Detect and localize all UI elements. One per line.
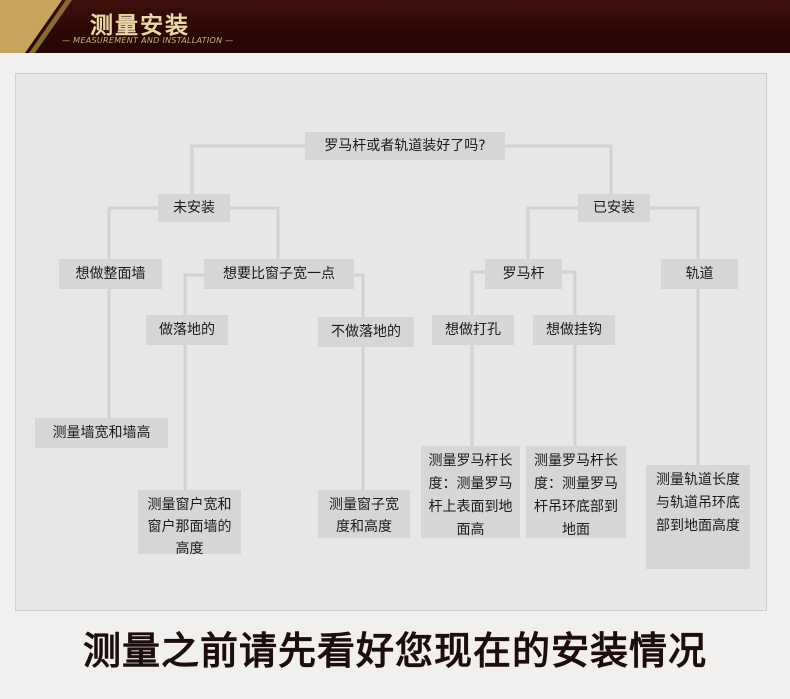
header-gold-accent <box>0 0 72 53</box>
node-wider-than-window: 想要比窗子宽一点 <box>204 259 354 289</box>
node-drill-holes: 想做打孔 <box>432 315 514 345</box>
node-root: 罗马杆或者轨道装好了吗? <box>305 132 505 160</box>
node-not-floor-length: 不做落地的 <box>318 317 414 347</box>
node-hang-hooks: 想做挂钩 <box>533 315 615 345</box>
node-measure-window-floor-text: 测量窗户宽和窗户那面墙的高度 <box>147 497 232 557</box>
header-banner: 测量安装 MEASUREMENT AND INSTALLATION <box>0 0 790 53</box>
node-measure-rod-hook-text: 测量罗马杆长度：测量罗马杆吊环底部到地面 <box>534 453 618 538</box>
node-measure-window-floor: 测量窗户宽和窗户那面墙的高度 <box>138 490 241 557</box>
node-measure-track: 测量轨道长度与轨道吊环底部到地面高度 <box>646 465 750 569</box>
footer-caption: 测量之前请先看好您现在的安装情况 <box>82 629 707 673</box>
node-measure-rod-drill-text: 测量罗马杆长度：测量罗马杆上表面到地面高 <box>428 453 513 538</box>
node-roman-rod: 罗马杆 <box>485 259 562 289</box>
node-measure-rod-drill: 测量罗马杆长度：测量罗马杆上表面到地面高 <box>421 446 520 538</box>
header-subtitle: MEASUREMENT AND INSTALLATION <box>62 36 234 45</box>
node-measure-track-text: 测量轨道长度与轨道吊环底部到地面高度 <box>656 472 740 534</box>
node-whole-wall: 想做整面墙 <box>59 259 162 289</box>
header-title: 测量安装 <box>90 12 190 39</box>
node-floor-length: 做落地的 <box>146 315 228 345</box>
node-not-installed: 未安装 <box>158 194 230 222</box>
node-track: 轨道 <box>661 259 738 289</box>
node-measure-wall: 测量墙宽和墙高 <box>35 418 168 448</box>
node-measure-window: 测量窗子宽度和高度 <box>318 490 410 538</box>
node-measure-rod-hook: 测量罗马杆长度：测量罗马杆吊环底部到地面 <box>526 446 626 538</box>
node-installed: 已安装 <box>578 194 650 222</box>
node-measure-window-text: 测量窗子宽度和高度 <box>329 497 399 535</box>
